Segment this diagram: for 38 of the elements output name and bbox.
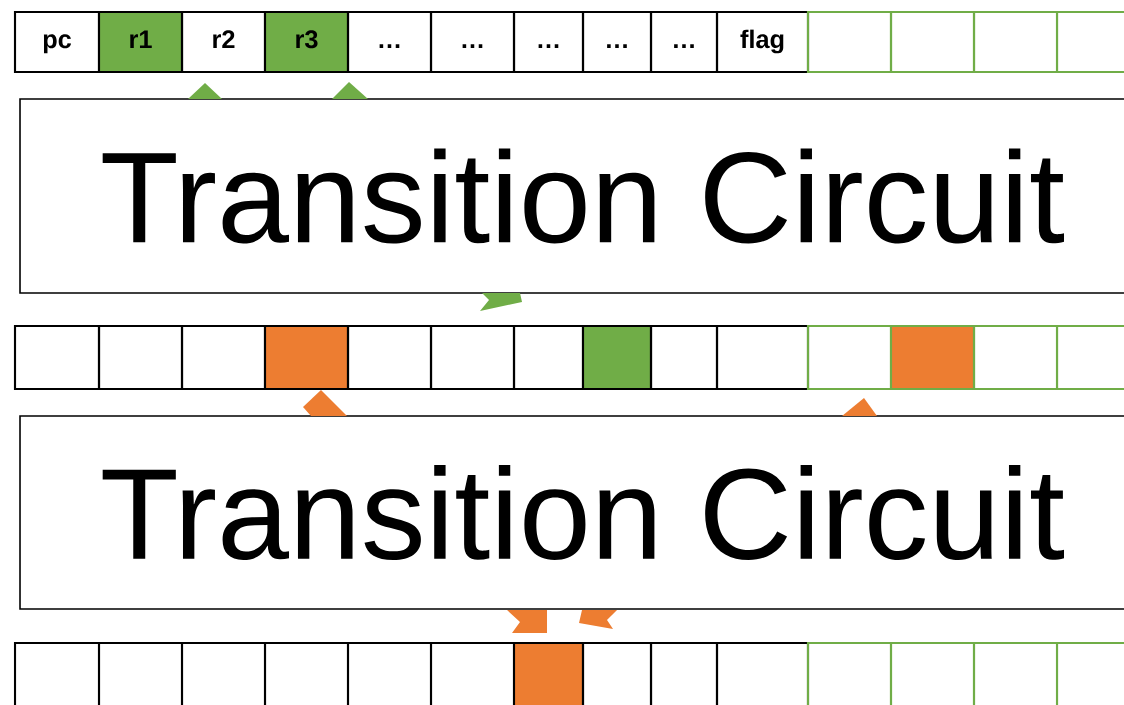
memory-cell <box>263 641 350 705</box>
memory-cell <box>972 641 1059 705</box>
memory-cell <box>889 324 976 391</box>
memory-cell <box>715 324 810 391</box>
register-cell: r1 <box>97 10 184 74</box>
memory-cell <box>889 641 976 705</box>
memory-cell <box>13 324 101 391</box>
register-cell: flag <box>715 10 810 74</box>
memory-cell <box>972 10 1059 74</box>
register-cell: r3 <box>263 10 350 74</box>
memory-cell <box>806 10 893 74</box>
memory-cell <box>806 641 893 705</box>
memory-cell <box>649 641 719 705</box>
memory-cell <box>512 641 585 705</box>
memory-cell <box>97 324 184 391</box>
memory-cell <box>346 324 433 391</box>
memory-cell <box>581 641 653 705</box>
memory-cell <box>180 641 267 705</box>
memory-cell <box>1055 641 1124 705</box>
memory-cell <box>581 324 653 391</box>
circuit-box: Transition Circuit <box>19 415 1124 610</box>
memory-cell <box>1055 10 1124 74</box>
register-cell: … <box>346 10 433 74</box>
memory-cell <box>429 641 516 705</box>
register-cell: … <box>512 10 585 74</box>
memory-cell <box>972 324 1059 391</box>
memory-cell <box>429 324 516 391</box>
memory-cell <box>346 641 433 705</box>
register-cell: … <box>649 10 719 74</box>
memory-cell <box>13 641 101 705</box>
memory-cell <box>649 324 719 391</box>
memory-cell <box>715 641 810 705</box>
memory-cell <box>889 10 976 74</box>
circuit-box: Transition Circuit <box>19 98 1124 294</box>
memory-cell <box>97 641 184 705</box>
register-cell: … <box>581 10 653 74</box>
register-cell: … <box>429 10 516 74</box>
memory-cell <box>1055 324 1124 391</box>
